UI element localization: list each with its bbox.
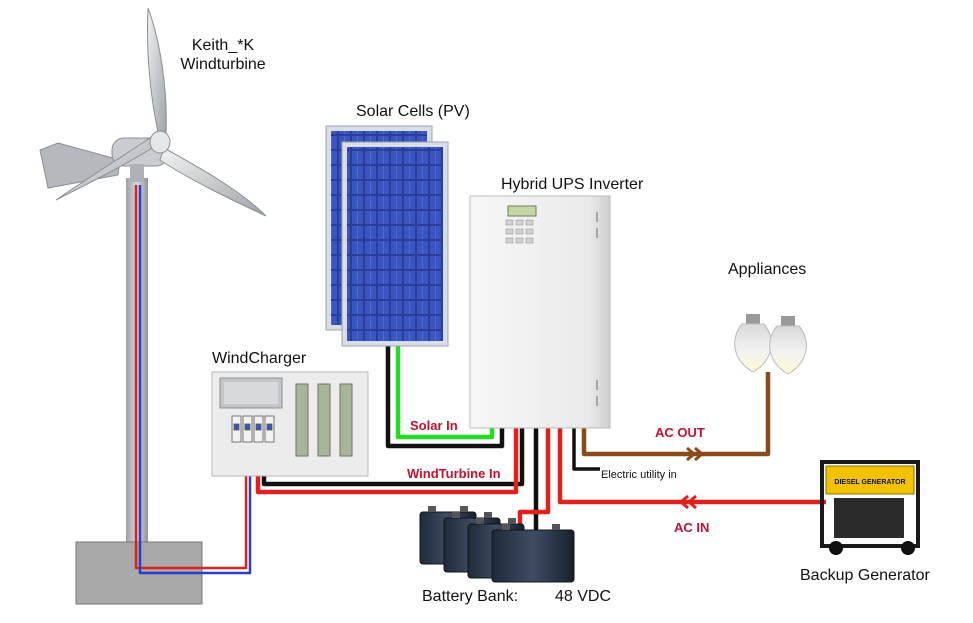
generator-wheel <box>901 541 915 555</box>
windcharger-label: WindCharger <box>212 350 307 367</box>
electric-utility-in-label: Electric utility in <box>601 469 677 481</box>
generator-panel-text: DIESEL GENERATOR <box>834 479 905 486</box>
solar-cells-label: Solar Cells (PV) <box>356 103 470 120</box>
inverter-lcd <box>507 205 537 217</box>
wire-turbine-red <box>134 185 248 570</box>
windcharger-breakers <box>231 415 275 443</box>
backup-generator-label: Backup Generator <box>800 567 930 584</box>
inverter-keypad <box>505 219 534 244</box>
bulb-icon <box>734 314 772 373</box>
wire-utility-in <box>572 428 600 471</box>
turbine-blade-top <box>146 7 167 135</box>
solar-panels <box>325 125 449 347</box>
generator-tank <box>825 465 915 495</box>
generator-wheel <box>829 541 843 555</box>
windturbine-in-label: WindTurbine In <box>407 466 501 481</box>
turbine-hub <box>149 130 171 154</box>
inverter-body <box>469 195 611 429</box>
windcharger-box <box>211 371 369 477</box>
appliances-bulbs <box>734 314 807 375</box>
battery-bank-label: Battery Bank: <box>422 588 519 605</box>
bulb-icon <box>769 316 807 375</box>
turbine-yaw <box>130 164 144 182</box>
ac-in-arrow <box>678 494 697 510</box>
appliances-label: Appliances <box>728 261 807 278</box>
battery-icon <box>491 524 575 583</box>
ac-out-arrow <box>686 446 705 462</box>
hybrid-inverter <box>469 195 611 429</box>
backup-generator: DIESEL GENERATOR <box>820 460 920 555</box>
turbine-blade-right <box>159 147 267 217</box>
ac-in-label: AC IN <box>674 520 710 535</box>
wire-ac-in <box>557 428 826 505</box>
turbine-blade-left <box>55 137 153 201</box>
wire-solar-black <box>385 345 505 449</box>
wire-ac-out <box>581 372 771 457</box>
generator-engine <box>834 498 904 538</box>
windcharger-resistor-boards <box>295 383 353 457</box>
wind-turbine-label: Keith_*K Windturbine <box>180 37 266 73</box>
wind-turbine <box>39 7 267 605</box>
inverter-label: Hybrid UPS Inverter <box>501 176 644 193</box>
wire-solar-green <box>395 345 495 440</box>
battery-bank <box>419 506 575 583</box>
ac-out-label: AC OUT <box>655 425 705 440</box>
generator-frame <box>820 460 920 548</box>
battery-voltage-label: 48 VDC <box>555 588 612 605</box>
wire-turbine-blue <box>138 185 252 575</box>
solar-in-label: Solar In <box>410 418 458 433</box>
